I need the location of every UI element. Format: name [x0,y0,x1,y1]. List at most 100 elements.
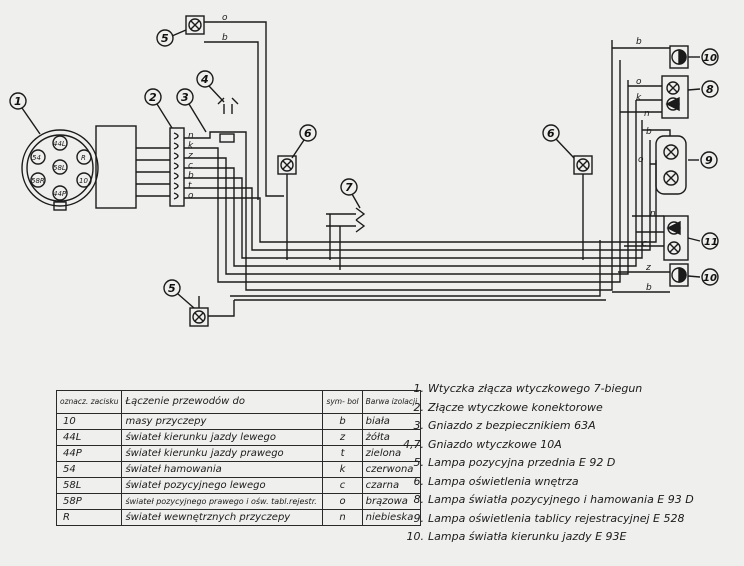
table-row: 58P świateł pozycyjnego prawego i ośw. t… [55,493,422,510]
wiring-table: oznacz. zacisku Łączenie przewodów do sy… [55,390,422,526]
legend-number: 4,7. [403,437,424,451]
pin-label: 10 [79,177,88,185]
cell-code: 58L [55,477,123,494]
wire-letter: o [188,191,194,201]
callout-number: 6 [304,127,312,140]
fuse-socket [217,97,239,143]
callout-number: 8 [706,83,714,96]
cell-symbol: t [322,445,363,462]
wire-letter: z [187,151,193,161]
cell-symbol: b [322,413,363,430]
legend-number: 2. [413,400,425,414]
cell-code: 44P [55,445,123,462]
wire-letter: b [222,33,228,43]
callout-number: 10 [703,53,717,64]
component-legend: 1.Wtyczka złącza wtyczkowego 7-biegun 2.… [398,380,694,547]
cell-connection: masy przyczepy [121,413,324,430]
callout-number: 5 [161,32,169,45]
cell-symbol: z [322,429,363,446]
legend-number: 3. [413,419,425,432]
callout-number: 11 [704,237,718,248]
right-wire-letters: b o k n o b n c z b [636,37,656,293]
pin-label: 58L [53,164,66,172]
legend-number: 1. [413,382,425,395]
callout-number: 2 [149,91,157,104]
cell-connection: świateł hamowania [121,461,324,478]
wire-letter: n [650,209,656,219]
wire-letter: o [636,77,642,87]
col-header-symbol: sym- bol [322,390,363,414]
callout-number: 4 [200,73,209,86]
main-harness [184,40,657,301]
wire-letter: b [646,127,652,137]
table-row: 58L świateł pozycyjnego lewego c czarna [55,477,422,494]
pin-label: 58R [31,177,45,185]
table-header-row: oznacz. zacisku Łączenie przewodów do sy… [55,390,422,414]
legend-number: 8. [413,493,425,506]
legend-item: 10.Lampa światła kierunku jazdy E 93E [398,528,694,547]
legend-item: 4,7. Gniazdo wtyczkowe 10A [398,436,694,455]
cell-connection: świateł pozycyjnego prawego i ośw. tabl.… [121,493,324,510]
legend-item: 9.Lampa oświetlenia tablicy rejestracyjn… [398,510,694,529]
wire-letter: b [188,171,194,181]
legend-text: Wtyczka złącza wtyczkowego 7-biegun [428,382,643,395]
cell-connection: świateł kierunku jazdy lewego [121,429,324,446]
wire-letter: z [645,263,651,273]
rear-lamp-8 [620,75,689,119]
cell-symbol: o [322,493,363,510]
callout-number: 7 [345,181,353,194]
cell-symbol: k [322,461,363,478]
legend-item: 8.Lampa światła pozycyjnego i hamowania … [398,491,694,510]
pin-label: 54 [32,154,41,162]
wire-letter: t [188,181,192,191]
cell-color: niebieska [361,509,422,526]
pin-label: 44L [53,140,66,148]
cell-connection: świateł pozycyjnego lewego [121,477,324,494]
legend-number: 6. [413,474,425,488]
legend-item: 6.Lampa oświetlenia wnętrza [398,473,694,492]
callout-number: 3 [181,91,189,104]
rear-lamp-11 [624,215,689,261]
table-row: 44L świateł kierunku jazdy lewego z żółt… [55,429,422,446]
callouts: 1 2 3 4 5 6 7 5 6 8 9 10 11 10 [9,29,719,309]
connector-block: n k z c b t o [169,127,194,207]
wire-letter: k [636,93,642,103]
wire-letter: n [644,109,650,119]
rear-lamp-10-top [612,45,689,69]
callout-number: 10 [703,273,717,284]
legend-item: 1.Wtyczka złącza wtyczkowego 7-biegun [398,380,694,399]
wire-letter: k [188,141,194,151]
legend-text: Złącze wtyczkowe konektorowe [428,400,603,414]
wire-letter: b [636,37,642,47]
front-lamp-bottom [189,296,235,327]
legend-text: Gniazdo z bezpiecznikiem 63A [428,419,596,432]
cell-code: R [55,509,123,526]
legend-number: 10. [406,530,425,543]
wire-letter: c [188,161,193,171]
legend-text: Lampa oświetlenia wnętrza [428,474,579,488]
wire-letter: n [188,131,194,141]
wire-letter: o [222,13,228,23]
cell-symbol: n [322,509,363,526]
legend-item: 3.Gniazdo z bezpiecznikiem 63A [398,417,694,436]
cell-code: 10 [55,413,123,430]
legend-item: 5.Lampa pozycyjna przednia E 92 D [398,454,694,473]
interior-lamp-left [277,155,297,260]
callout-number: 9 [705,154,713,167]
rear-lamp-10-bottom [612,263,689,293]
legend-text: Lampa światła pozycyjnego i hamowania E … [428,493,694,506]
legend-text: Gniazdo wtyczkowe 10A [428,437,562,451]
table-row: R świateł wewnętrznych przyczepy n niebi… [55,509,422,526]
rear-lamp-9 [642,129,687,195]
callout-number: 6 [547,127,555,140]
wire-letter: o [638,155,644,165]
col-header-connection: Łączenie przewodów do [121,390,324,414]
cell-symbol: c [322,477,363,494]
legend-text: Lampa światła kierunku jazdy E 93E [428,530,627,543]
interior-lamp-right [573,155,593,260]
callout-number: 1 [14,95,22,108]
pin-label: R [81,154,86,162]
legend-text: Lampa pozycyjna przednia E 92 D [428,456,616,469]
cell-code: 54 [55,461,123,478]
callout-number: 5 [168,282,176,295]
